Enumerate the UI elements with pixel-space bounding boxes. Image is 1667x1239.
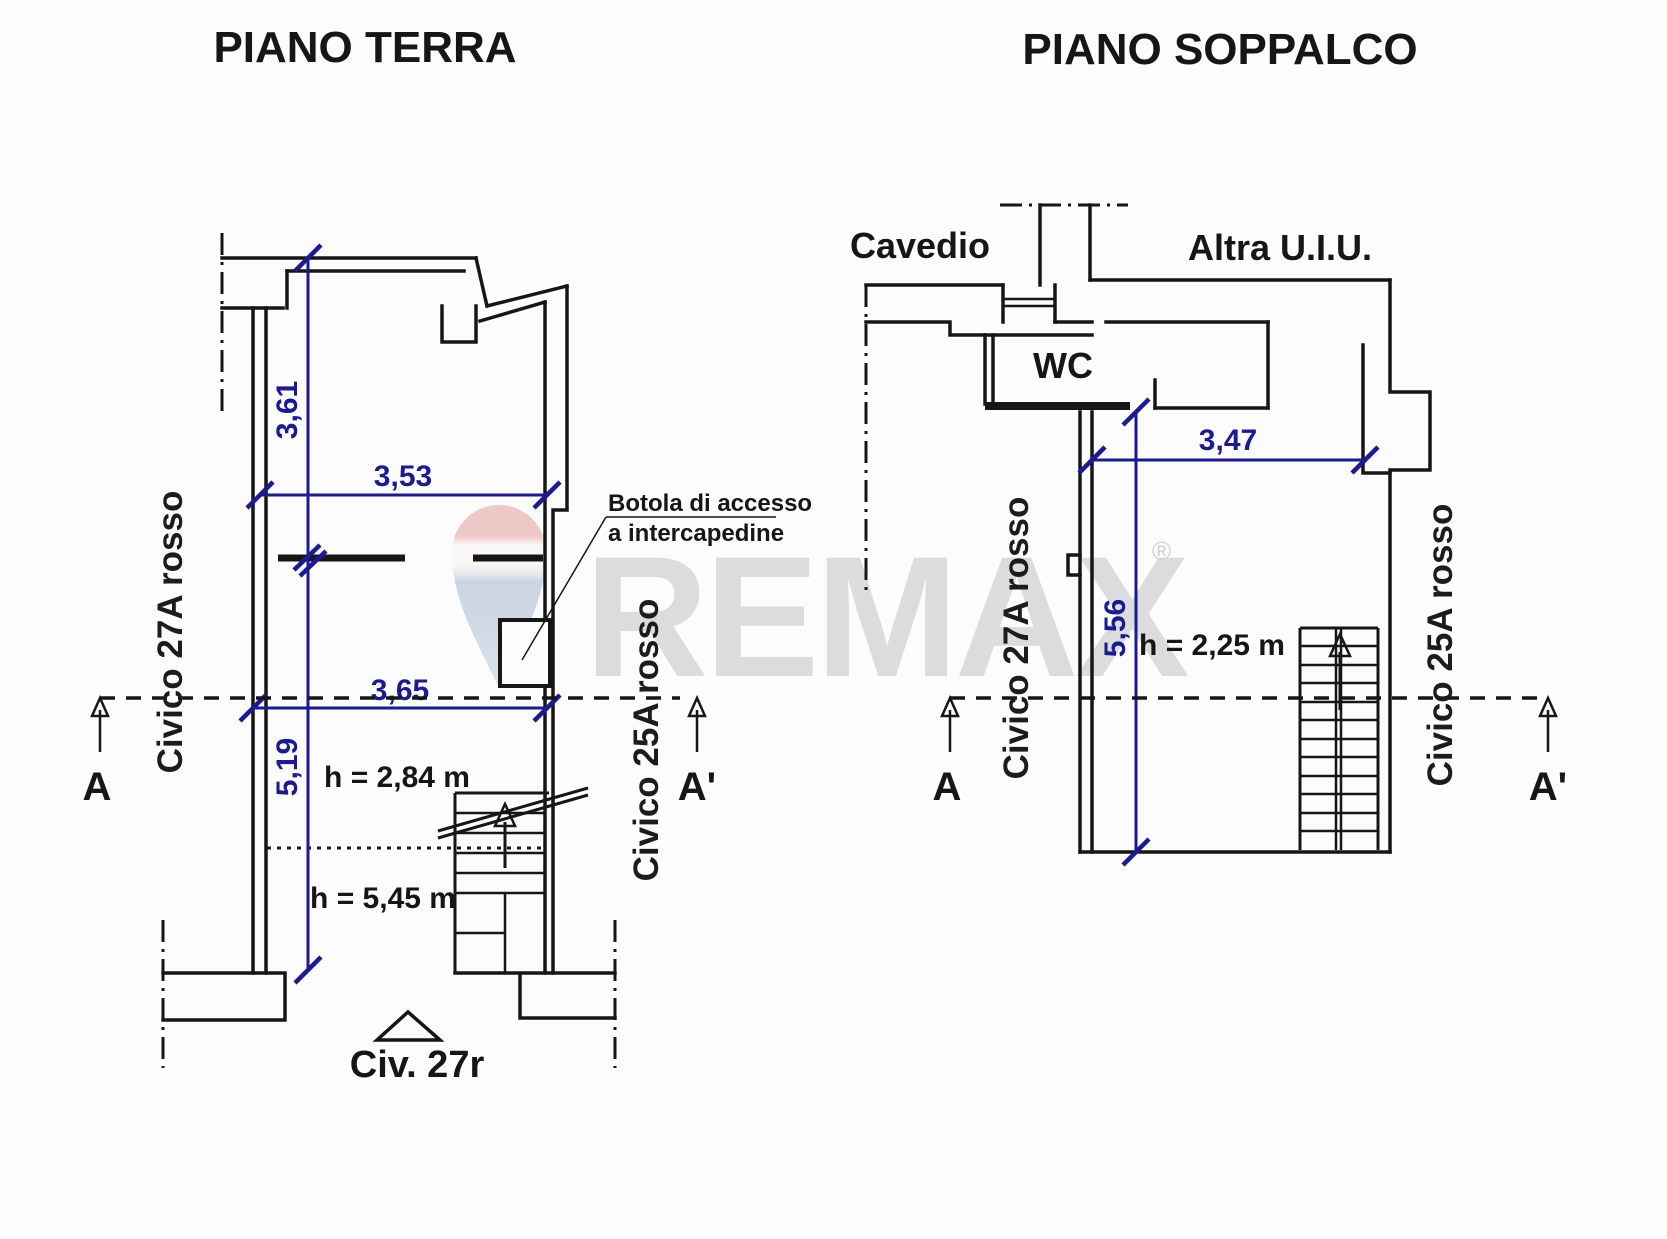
shaft-label: Cavedio <box>850 225 990 266</box>
mezzanine-stairs-up-arrow <box>1328 630 1352 658</box>
wc-label: WC <box>1033 345 1093 386</box>
section-arrow-a1 <box>687 694 707 718</box>
dim-mid-width: 3,65 <box>371 674 429 707</box>
mezzanine-section-arrow-a <box>940 694 960 718</box>
mezzanine-street-left-label: Civico 27A rosso <box>997 497 1036 780</box>
stairs-up-arrow <box>493 800 517 828</box>
mezzanine-dimension-lines <box>1077 397 1380 867</box>
watermark-registered-mark: ® <box>1152 536 1171 566</box>
ground-street-left-label: Civico 27A rosso <box>151 491 190 774</box>
ground-street-right-label: Civico 25A rosso <box>627 599 666 882</box>
mezzanine-section-line <box>940 694 1558 752</box>
ceiling-height-rear: h = 5,45 m <box>310 882 456 915</box>
dim-mezzanine-height: 5,56 <box>1099 599 1132 657</box>
mezzanine-ceiling-height: h = 2,25 m <box>1139 629 1285 662</box>
dim-top-height: 3,61 <box>271 381 304 439</box>
mezzanine-section-arrow-a1 <box>1538 694 1558 718</box>
hatch-note-line2: a intercapedine <box>608 520 784 547</box>
mezzanine-section-label-a1: A' <box>1529 765 1567 809</box>
dim-mezzanine-width: 3,47 <box>1199 424 1257 457</box>
section-label-a1: A' <box>678 765 716 809</box>
mezzanine-section-label-a: A <box>933 765 962 809</box>
other-unit-label: Altra U.I.U. <box>1188 227 1372 268</box>
mezzanine-walls <box>864 203 1432 854</box>
ground-floor-plan: Botola di accesso a intercapedine Civ. 2… <box>83 233 812 1086</box>
ground-walls <box>161 255 617 1022</box>
ground-floor-title: PIANO TERRA <box>213 23 516 72</box>
ground-section-line <box>90 694 707 752</box>
remax-balloon-icon <box>452 505 546 688</box>
mezzanine-stairs <box>1298 626 1380 850</box>
access-hatch <box>498 618 552 688</box>
section-arrow-a <box>90 694 110 718</box>
hatch-note-line1: Botola di accesso <box>608 490 812 517</box>
ground-boundary-lines <box>161 233 617 1068</box>
dim-top-width: 3,53 <box>374 460 432 493</box>
hatch-note-leader <box>521 516 776 661</box>
ceiling-height-front: h = 2,84 m <box>324 761 470 794</box>
mezzanine-floor-title: PIANO SOPPALCO <box>1022 25 1417 74</box>
mezzanine-floor-plan: 3,47 5,56 h = 2,25 m Cavedio Altra U.I.U… <box>850 203 1567 867</box>
dim-bottom-height: 5,19 <box>271 738 304 796</box>
ground-dimension-lines <box>238 243 562 985</box>
entrance-triangle <box>372 1009 445 1042</box>
mezzanine-street-right-label: Civico 25A rosso <box>1421 504 1460 787</box>
entrance-label: Civ. 27r <box>350 1044 485 1086</box>
section-label-a: A <box>83 765 112 809</box>
mezzanine-boundary-lines <box>864 203 1128 590</box>
ground-stairs <box>437 786 589 973</box>
